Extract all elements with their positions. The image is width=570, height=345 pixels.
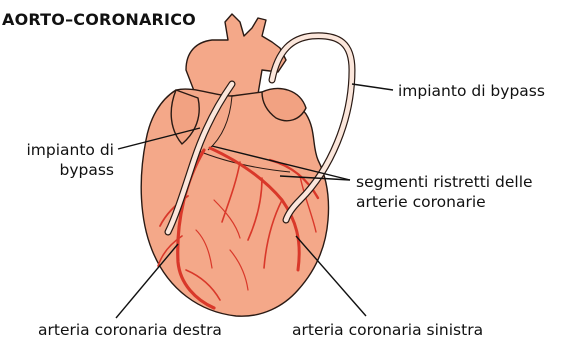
label-bypass-left-line2: bypass [2, 160, 114, 180]
label-narrowed-line2: arterie coronarie [356, 192, 533, 212]
leader-bypass-right [352, 84, 393, 90]
label-right-coronary: arteria coronaria destra [38, 320, 222, 340]
label-left-coronary: arteria coronaria sinistra [292, 320, 483, 340]
label-narrowed-segments: segmenti ristretti delle arterie coronar… [356, 172, 533, 212]
heart-icon [141, 14, 328, 316]
label-bypass-left: impianto di bypass [2, 140, 114, 180]
label-bypass-right: impianto di bypass [398, 81, 545, 101]
label-bypass-left-line1: impianto di [2, 140, 114, 160]
leader-rca [116, 244, 178, 318]
label-narrowed-line1: segmenti ristretti delle [356, 172, 533, 192]
